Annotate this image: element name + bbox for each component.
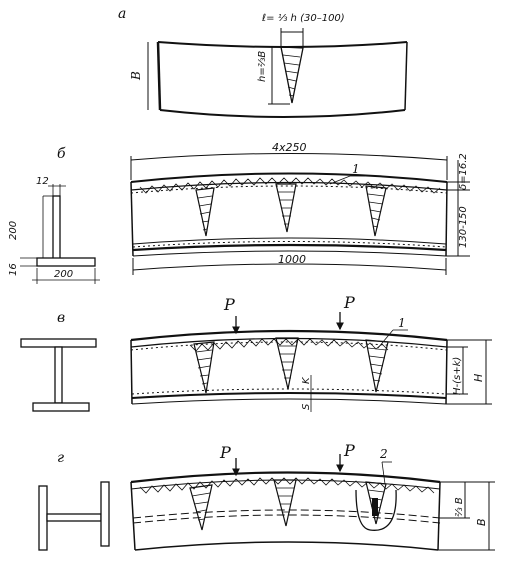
panel-a-plate-top [157, 41, 408, 48]
panel-g-callout-2: 2 [379, 447, 388, 461]
panel-a-weld [280, 46, 304, 104]
panel-a-weld-depth-label: h=⅔B [257, 51, 268, 82]
panel-g-height-label: B [475, 518, 488, 526]
panel-g-beam-bottom [134, 541, 439, 551]
panel-b-tee-section: 12 200 16 200 [8, 176, 100, 284]
panel-v-beam-bottom [131, 392, 447, 399]
panel-a-left-edge [156, 41, 162, 111]
tee-flange-label: 12 [36, 176, 49, 187]
panel-v-letter: в [57, 310, 65, 326]
panel-g-weld-2 [273, 479, 297, 527]
panel-b: б 12 200 16 200 4x250 [8, 141, 470, 284]
panel-a-plate-bottom [159, 109, 406, 118]
panel-v-load-left: P [223, 295, 235, 314]
panel-v-weld-2 [275, 337, 299, 390]
panel-b-length-label: 1000 [278, 253, 306, 266]
panel-g-beam-top [130, 471, 441, 484]
panel-g-weld-fill [372, 498, 378, 516]
panel-v-weld-3 [365, 339, 389, 393]
panel-a: а B h=⅔B ℓ= ⅓ h (30–100) [118, 6, 408, 118]
panel-b-span-dim [130, 153, 448, 161]
panel-v: в P P 1 K [20, 293, 492, 412]
panel-g-weld-1 [189, 484, 213, 531]
tee-base-label: 200 [54, 269, 73, 280]
panel-a-letter: а [118, 6, 126, 22]
panel-g-h-section [38, 481, 110, 551]
panel-b-span-label: 4x250 [272, 141, 307, 154]
panel-v-callout-1: 1 [398, 316, 406, 330]
panel-v-i-section [20, 338, 97, 412]
panel-b-weld-1 [195, 187, 215, 237]
panel-g-letter: г [57, 450, 64, 466]
panel-b-beam-bottom [132, 243, 447, 252]
panel-g-weld-3 [365, 481, 387, 525]
panel-g-u-bracket [355, 489, 397, 531]
panel-v-reduced-height-label: H-(s+k) [452, 357, 463, 395]
panel-a-weld-length-label: ℓ= ⅓ h (30–100) [262, 13, 345, 24]
panel-g-load-right: P [343, 441, 355, 460]
panel-a-right-edge [404, 41, 408, 111]
panel-g: г P P 2 [38, 441, 495, 551]
panel-v-load-right: P [343, 293, 355, 312]
panel-g-load-left: P [219, 443, 231, 462]
panel-g-partial-line [132, 509, 441, 519]
panel-v-beam-top [130, 329, 448, 342]
panel-v-weld-1 [193, 341, 215, 394]
panel-b-letter: б [57, 146, 66, 162]
panel-v-height-label: H [472, 374, 485, 382]
panel-g-partial-height-label: ⅔ B [454, 497, 465, 517]
panel-b-thickness-label: δ=16.2 [458, 153, 469, 190]
panel-a-height-label: B [129, 71, 143, 81]
panel-v-k-label: K [301, 376, 312, 384]
panel-b-depth-label: 130-150 [458, 206, 469, 248]
panel-b-beam-top [130, 172, 448, 183]
panel-b-length-dim [132, 263, 447, 271]
tee-thick-label: 16 [8, 263, 19, 276]
panel-v-s-label: S [301, 403, 312, 410]
tee-web-label: 200 [8, 221, 19, 240]
panel-b-callout-1: 1 [352, 162, 360, 176]
